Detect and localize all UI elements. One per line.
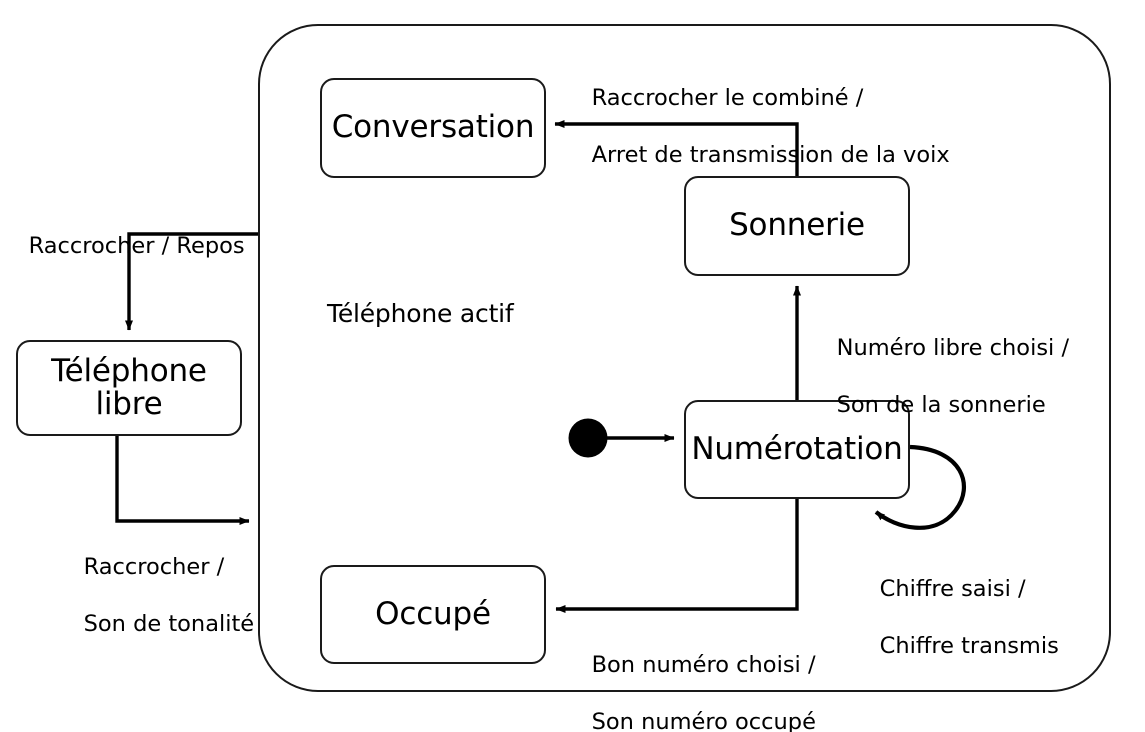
- transition-chiffre-saisi-selfloop-path[interactable]: [874, 444, 966, 530]
- transition-label-numero-libre: Numéro libre choisi / Son de la sonnerie: [808, 305, 1069, 449]
- transition-label-raccrocher-repos: Raccrocher / Repos: [0, 203, 245, 289]
- state-sonnerie-label: Sonnerie: [729, 207, 865, 244]
- transition-label-bon-numero-line2: Son numéro occupé: [591, 709, 816, 732]
- composite-state-telephone-actif[interactable]: [258, 24, 1111, 692]
- transition-raccrocher-tonalite-path[interactable]: [115, 436, 250, 526]
- state-numerotation-label: Numérotation: [691, 430, 903, 467]
- state-occupe[interactable]: Occupé: [320, 565, 546, 664]
- transition-label-raccrocher-repos-line1: Raccrocher / Repos: [28, 232, 245, 259]
- transition-raccrocher-repos-path[interactable]: [124, 232, 258, 331]
- state-numerotation[interactable]: Numérotation: [684, 400, 910, 499]
- state-sonnerie[interactable]: Sonnerie: [684, 176, 910, 276]
- transition-bon-numero-path[interactable]: [555, 499, 799, 613]
- transition-label-raccrocher-combine-line1: Raccrocher le combiné /: [591, 84, 864, 111]
- state-occupe-label: Occupé: [375, 595, 491, 632]
- transition-raccrocher-combine-path[interactable]: [554, 119, 799, 176]
- state-telephone-libre-label-line1: Téléphone: [51, 352, 207, 389]
- state-telephone-libre[interactable]: Téléphone libre: [16, 340, 242, 436]
- state-telephone-libre-label: Téléphone libre: [51, 352, 207, 422]
- transition-label-raccrocher-combine-line2: Arret de transmission de la voix: [591, 142, 950, 169]
- state-conversation[interactable]: Conversation: [320, 78, 546, 178]
- state-conversation-label: Conversation: [331, 109, 535, 146]
- state-telephone-libre-label-line2: libre: [95, 386, 163, 422]
- transition-label-numero-libre-line2: Son de la sonnerie: [836, 392, 1046, 419]
- transition-label-raccrocher-tonalite-line1: Raccrocher /: [83, 553, 225, 580]
- transition-label-numero-libre-line1: Numéro libre choisi /: [836, 334, 1070, 361]
- transition-label-chiffre-saisi-line2: Chiffre transmis: [879, 633, 1059, 660]
- transition-label-raccrocher-tonalite-line2: Son de tonalité: [83, 611, 255, 638]
- transition-label-raccrocher-tonalite: Raccrocher / Son de tonalité: [55, 524, 255, 668]
- transition-label-chiffre-saisi: Chiffre saisi / Chiffre transmis: [851, 546, 1059, 690]
- transition-label-raccrocher-combine: Raccrocher le combiné / Arret de transmi…: [563, 55, 950, 199]
- transition-label-bon-numero-line1: Bon numéro choisi /: [591, 651, 816, 678]
- composite-state-title: Téléphone actif: [327, 299, 514, 328]
- transition-label-chiffre-saisi-line1: Chiffre saisi /: [879, 575, 1026, 602]
- initial-pseudostate-circle[interactable]: [568, 418, 608, 458]
- transition-label-bon-numero: Bon numéro choisi / Son numéro occupé: [563, 622, 816, 732]
